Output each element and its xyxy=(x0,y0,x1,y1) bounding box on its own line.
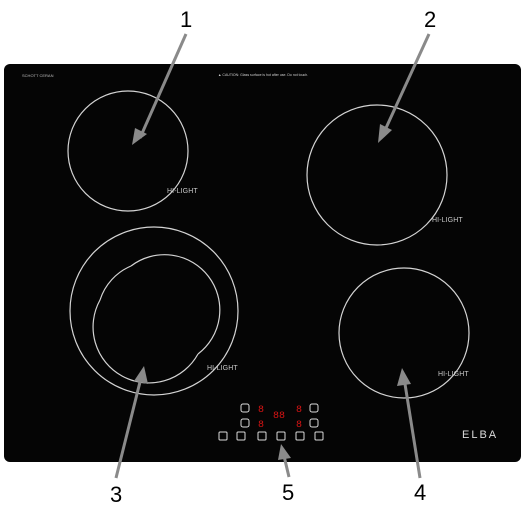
callout-number-2: 2 xyxy=(424,9,436,31)
glass-cooktop xyxy=(4,64,521,462)
callout-number-3: 3 xyxy=(110,484,122,506)
caution-notice: ▲ CAUTION: Glass surface is hot after us… xyxy=(218,73,308,77)
display-right-top: 8 xyxy=(296,405,302,416)
brand-logo: ELBA xyxy=(462,429,498,441)
display-left-bottom: 8 xyxy=(258,420,264,431)
display-left-top: 8 xyxy=(258,405,264,416)
zone-1-label: HI-LIGHT xyxy=(167,188,198,195)
glass-brand-mark: SCHOTT CERAN xyxy=(22,73,53,78)
zone-4-label: HI-LIGHT xyxy=(438,371,469,378)
display-timer: 88 xyxy=(273,411,285,422)
callout-number-5: 5 xyxy=(282,482,294,504)
zone-3-label: HI-LIGHT xyxy=(207,365,238,372)
callout-number-4: 4 xyxy=(414,482,426,504)
callout-number-1: 1 xyxy=(180,9,192,31)
zone-2-label: HI-LIGHT xyxy=(432,217,463,224)
display-right-bottom: 8 xyxy=(296,420,302,431)
